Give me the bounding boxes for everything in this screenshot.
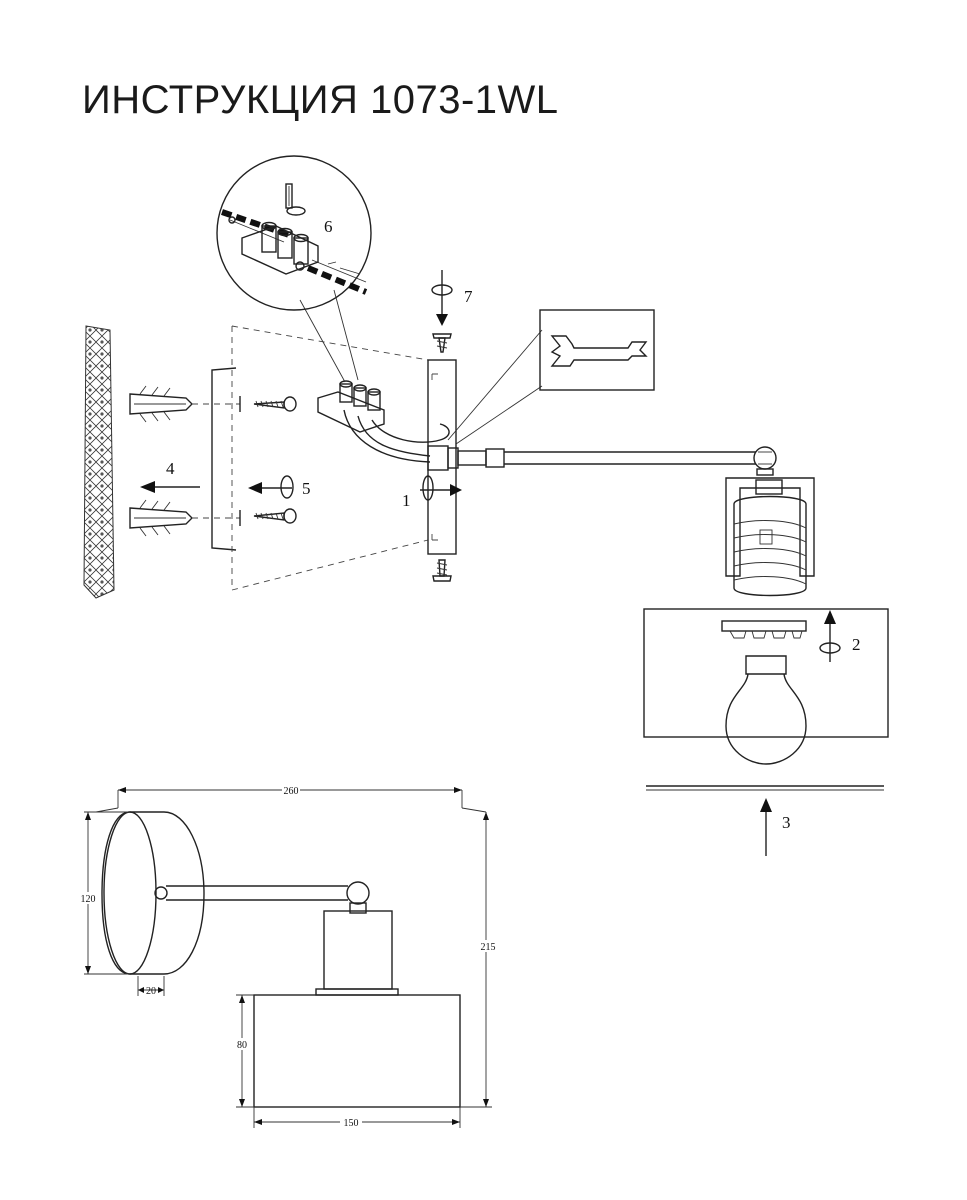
step-7-screw: 7 (431, 270, 473, 353)
step-2-arrow: 2 (819, 610, 861, 662)
dim-width-total: 260 (284, 786, 299, 797)
dim-shade-height: 80 (237, 1040, 247, 1051)
step-3-arrow: 3 (646, 785, 884, 856)
step-5-arrow: 5 (248, 475, 311, 499)
wall-anchor-top (129, 385, 193, 423)
lamp-arm (427, 445, 777, 476)
wrench-inset (539, 309, 655, 391)
step-7-label: 7 (464, 287, 473, 306)
dim-base-diameter: 120 (81, 894, 96, 905)
step-6-label: 6 (324, 217, 333, 236)
dim-base-depth: 20 (146, 986, 156, 997)
step-2-label: 2 (852, 635, 861, 654)
step-3-label: 3 (782, 813, 791, 832)
wires (343, 409, 450, 463)
step-1-label: 1 (402, 491, 411, 510)
step-5-label: 5 (302, 479, 311, 498)
shade-box (643, 608, 889, 738)
wall-screw-bottom (253, 508, 297, 524)
mounting-bracket (211, 367, 241, 551)
wall-plate (427, 359, 457, 555)
step-4-label: 4 (166, 459, 175, 478)
step-4-arrow: 4 (140, 459, 200, 493)
light-bulb (725, 655, 807, 765)
page-title: ИНСТРУКЦИЯ 1073-1WL (82, 78, 559, 122)
terminal-block (317, 380, 385, 433)
wall-anchor-bottom (129, 499, 193, 537)
socket-holder (725, 477, 815, 597)
step-1-arrow: 1 (402, 475, 462, 510)
zoom-inset-terminal: 6 (216, 155, 372, 383)
dim-height-total: 215 (481, 942, 496, 953)
dimension-drawing: 260 215 120 20 80 150 (78, 784, 498, 1129)
wall-strip (83, 325, 115, 599)
projection-outline (231, 325, 429, 591)
wall-screw-top (253, 396, 297, 412)
bottom-screw (432, 559, 452, 582)
dim-shade-width: 150 (344, 1118, 359, 1129)
